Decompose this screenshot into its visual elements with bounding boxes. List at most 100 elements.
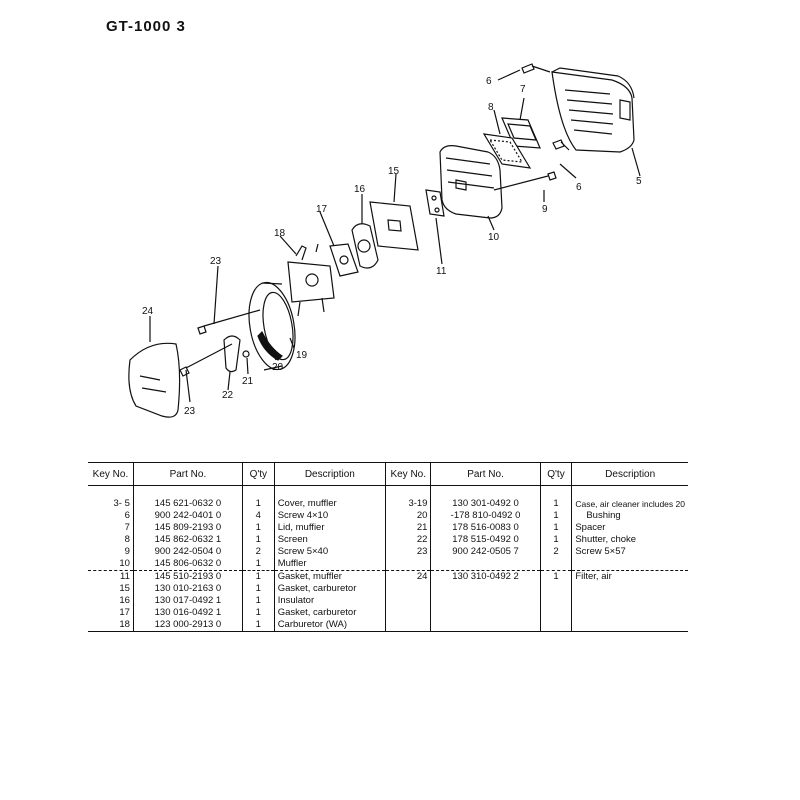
cell-key: 21 (384, 522, 431, 534)
header-part-no-right: Part No. (430, 462, 541, 486)
cell-desc: Cover, muffler (273, 498, 386, 510)
header-key-no: Key No. (88, 462, 134, 486)
cell-part: 145 806-0632 0 (132, 558, 243, 571)
screw-5x57-upper-part (197, 309, 261, 335)
cell-desc: Gasket, carburetor (273, 583, 386, 595)
callout-17: 17 (316, 204, 328, 215)
cell-part: 900 242-0505 7 (430, 546, 541, 558)
callout-10: 10 (488, 232, 500, 243)
cell-desc: Insulator (273, 595, 386, 607)
cell-desc: Muffler (273, 558, 386, 571)
callout-11: 11 (436, 266, 447, 277)
cell-desc: Carburetor (WA) (273, 619, 386, 632)
cell-desc: Filter, air (571, 570, 688, 583)
cell-key: 7 (124, 522, 130, 533)
cell-desc: Bushing (571, 510, 688, 522)
page-title: GT-1000 3 (106, 18, 186, 35)
parts-table: Key No. Part No. Q'ty Description Key No… (88, 462, 688, 632)
cell-key: 15 (119, 583, 130, 594)
cell-desc: Spacer (571, 522, 688, 534)
cell-qty: 4 (241, 510, 275, 522)
screw-lower-part (552, 139, 570, 151)
carburetor-part (287, 243, 335, 317)
cell-key: 10 (119, 558, 130, 569)
callout-23-upper: 23 (210, 256, 222, 267)
cell-desc: Shutter, choke (571, 534, 688, 546)
carburetor-gasket-17-part (329, 243, 359, 277)
cell-key: 18 (88, 619, 134, 632)
air-cleaner-case-part (248, 281, 296, 371)
cell-key: 9 (124, 546, 130, 557)
table-row: 8 145 862-0632 1 1 Screen 22 178 515-049… (88, 534, 688, 546)
cell-key: 20 (384, 510, 431, 522)
cell-qty: 1 (539, 570, 572, 583)
screen-part (482, 133, 532, 169)
header-description-right: Description (571, 462, 688, 486)
cell-qty: 1 (241, 522, 275, 534)
cell-key: 22 (384, 534, 431, 546)
air-filter-part (128, 342, 181, 418)
screw-top-part (521, 63, 551, 74)
carburetor-gasket-15-part (369, 201, 419, 251)
cell-part: -178 810-0492 0 (430, 510, 541, 522)
cell-key: 24 (384, 570, 431, 583)
cell-desc: Gasket, muffler (273, 570, 386, 583)
cell-qty: 1 (241, 595, 275, 607)
callout-18: 18 (274, 228, 286, 239)
table-row: 10 145 806-0632 0 1 Muffler (88, 558, 688, 571)
muffler-gasket-part (425, 189, 445, 217)
table-row: 11 145 510-2193 0 1 Gasket, muffler 24 1… (88, 570, 688, 583)
cell-qty: 1 (241, 498, 275, 510)
screw-5x57-lower-part (179, 343, 233, 377)
callout-16: 16 (354, 184, 366, 195)
header-qty-right: Q'ty (539, 462, 572, 486)
callout-22: 22 (222, 390, 234, 401)
callout-21: 21 (242, 376, 254, 387)
header-description: Description (273, 462, 386, 486)
cell-qty: 1 (539, 510, 572, 522)
cell-part: 130 016-0492 1 (132, 607, 243, 619)
cell-key: 6 (124, 510, 130, 521)
muffler-body-part (439, 145, 503, 219)
table-header-row: Key No. Part No. Q'ty Description Key No… (88, 462, 688, 486)
cell-desc: Gasket, carburetor (273, 607, 386, 619)
cell-part: 130 010-2163 0 (132, 583, 243, 595)
callout-8: 8 (488, 102, 494, 113)
cell-desc: Lid, muffier (273, 522, 386, 534)
callout-23-lower: 23 (184, 406, 196, 417)
table-row: 3- 5 145 621-0632 0 1 Cover, muffler 3-1… (88, 498, 688, 510)
cell-key: 3- 5 (113, 498, 130, 509)
cell-part: 130 310-0492 2 (430, 570, 541, 583)
cell-qty: 2 (539, 546, 572, 558)
cell-part: 145 510-2193 0 (132, 570, 243, 583)
exploded-parts-diagram: 24 23 23 22 21 20 19 18 17 16 15 11 10 9… (128, 63, 642, 418)
cell-qty: 1 (539, 498, 572, 510)
cell-key: 17 (119, 607, 130, 618)
table-row: 18 123 000-2913 0 1 Carburetor (WA) (88, 619, 688, 632)
cell-qty: 1 (241, 607, 275, 619)
cell-qty: 1 (241, 558, 275, 571)
cell-qty: 1 (539, 534, 572, 546)
spacer-part (242, 350, 250, 358)
callout-19: 19 (296, 350, 308, 361)
cell-part: 130 017-0492 1 (132, 595, 243, 607)
bushing-part (257, 330, 283, 361)
callout-6-lower: 6 (576, 182, 582, 193)
cell-key: 23 (384, 546, 431, 558)
callout-7: 7 (520, 84, 526, 95)
cell-desc: Case, air cleaner includes 20 (571, 498, 688, 510)
table-row: 15 130 010-2163 0 1 Gasket, carburetor (88, 583, 688, 595)
header-qty: Q'ty (241, 462, 275, 486)
header-key-no-right: Key No. (384, 462, 431, 486)
cell-qty: 1 (241, 534, 275, 546)
table-row: 16 130 017-0492 1 1 Insulator (88, 595, 688, 607)
cell-qty: 1 (539, 522, 572, 534)
cell-qty: 1 (241, 619, 275, 632)
cell-part: 130 301-0492 0 (430, 498, 541, 510)
callout-6-top: 6 (486, 76, 492, 87)
callout-5: 5 (636, 176, 642, 187)
muffler-cover-part (551, 67, 635, 153)
choke-shutter-part (223, 335, 241, 373)
table-row: 6 900 242-0401 0 4 Screw 4×10 20 -178 81… (88, 510, 688, 522)
table-row: 9 900 242-0504 0 2 Screw 5×40 23 900 242… (88, 546, 688, 558)
